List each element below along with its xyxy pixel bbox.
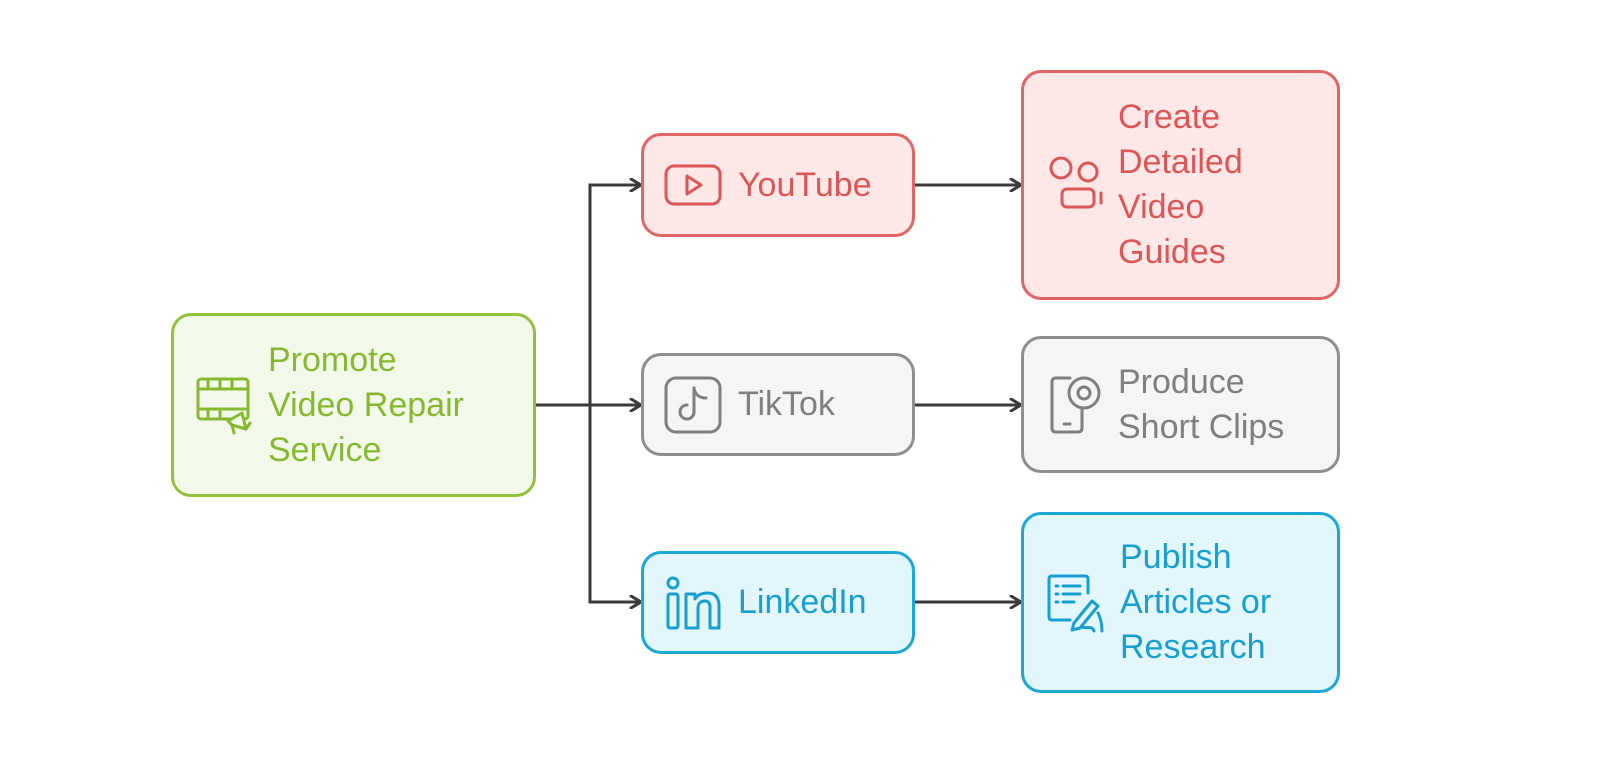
- channel-linkedin-label: LinkedIn: [738, 583, 867, 621]
- document-pen-icon: [1046, 573, 1106, 633]
- linkedin-icon: [664, 574, 722, 632]
- connector-root-youtube: [535, 185, 640, 407]
- youtube-play-icon: [664, 163, 722, 207]
- action-tiktok[interactable]: Produce Short Clips: [1021, 336, 1340, 473]
- tiktok-icon: [664, 376, 722, 434]
- channel-linkedin[interactable]: LinkedIn: [641, 551, 915, 654]
- people-video-icon: [1048, 155, 1104, 215]
- channel-tiktok[interactable]: TikTok: [641, 353, 915, 456]
- action-youtube[interactable]: Create Detailed Video Guides: [1021, 70, 1340, 300]
- channel-youtube-label: YouTube: [738, 165, 872, 204]
- root-node[interactable]: Promote Video Repair Service: [171, 313, 536, 497]
- connector-root-linkedin: [588, 405, 640, 602]
- channel-youtube[interactable]: YouTube: [641, 133, 915, 237]
- action-linkedin-label: Publish Articles or Research: [1120, 538, 1272, 666]
- film-megaphone-icon: [194, 373, 254, 437]
- action-youtube-label: Create Detailed Video Guides: [1118, 98, 1243, 271]
- action-linkedin[interactable]: Publish Articles or Research: [1021, 512, 1340, 693]
- phone-camera-icon: [1048, 374, 1104, 436]
- root-label: Promote Video Repair Service: [268, 340, 464, 469]
- channel-tiktok-label: TikTok: [738, 385, 835, 423]
- action-tiktok-label: Produce Short Clips: [1118, 362, 1285, 446]
